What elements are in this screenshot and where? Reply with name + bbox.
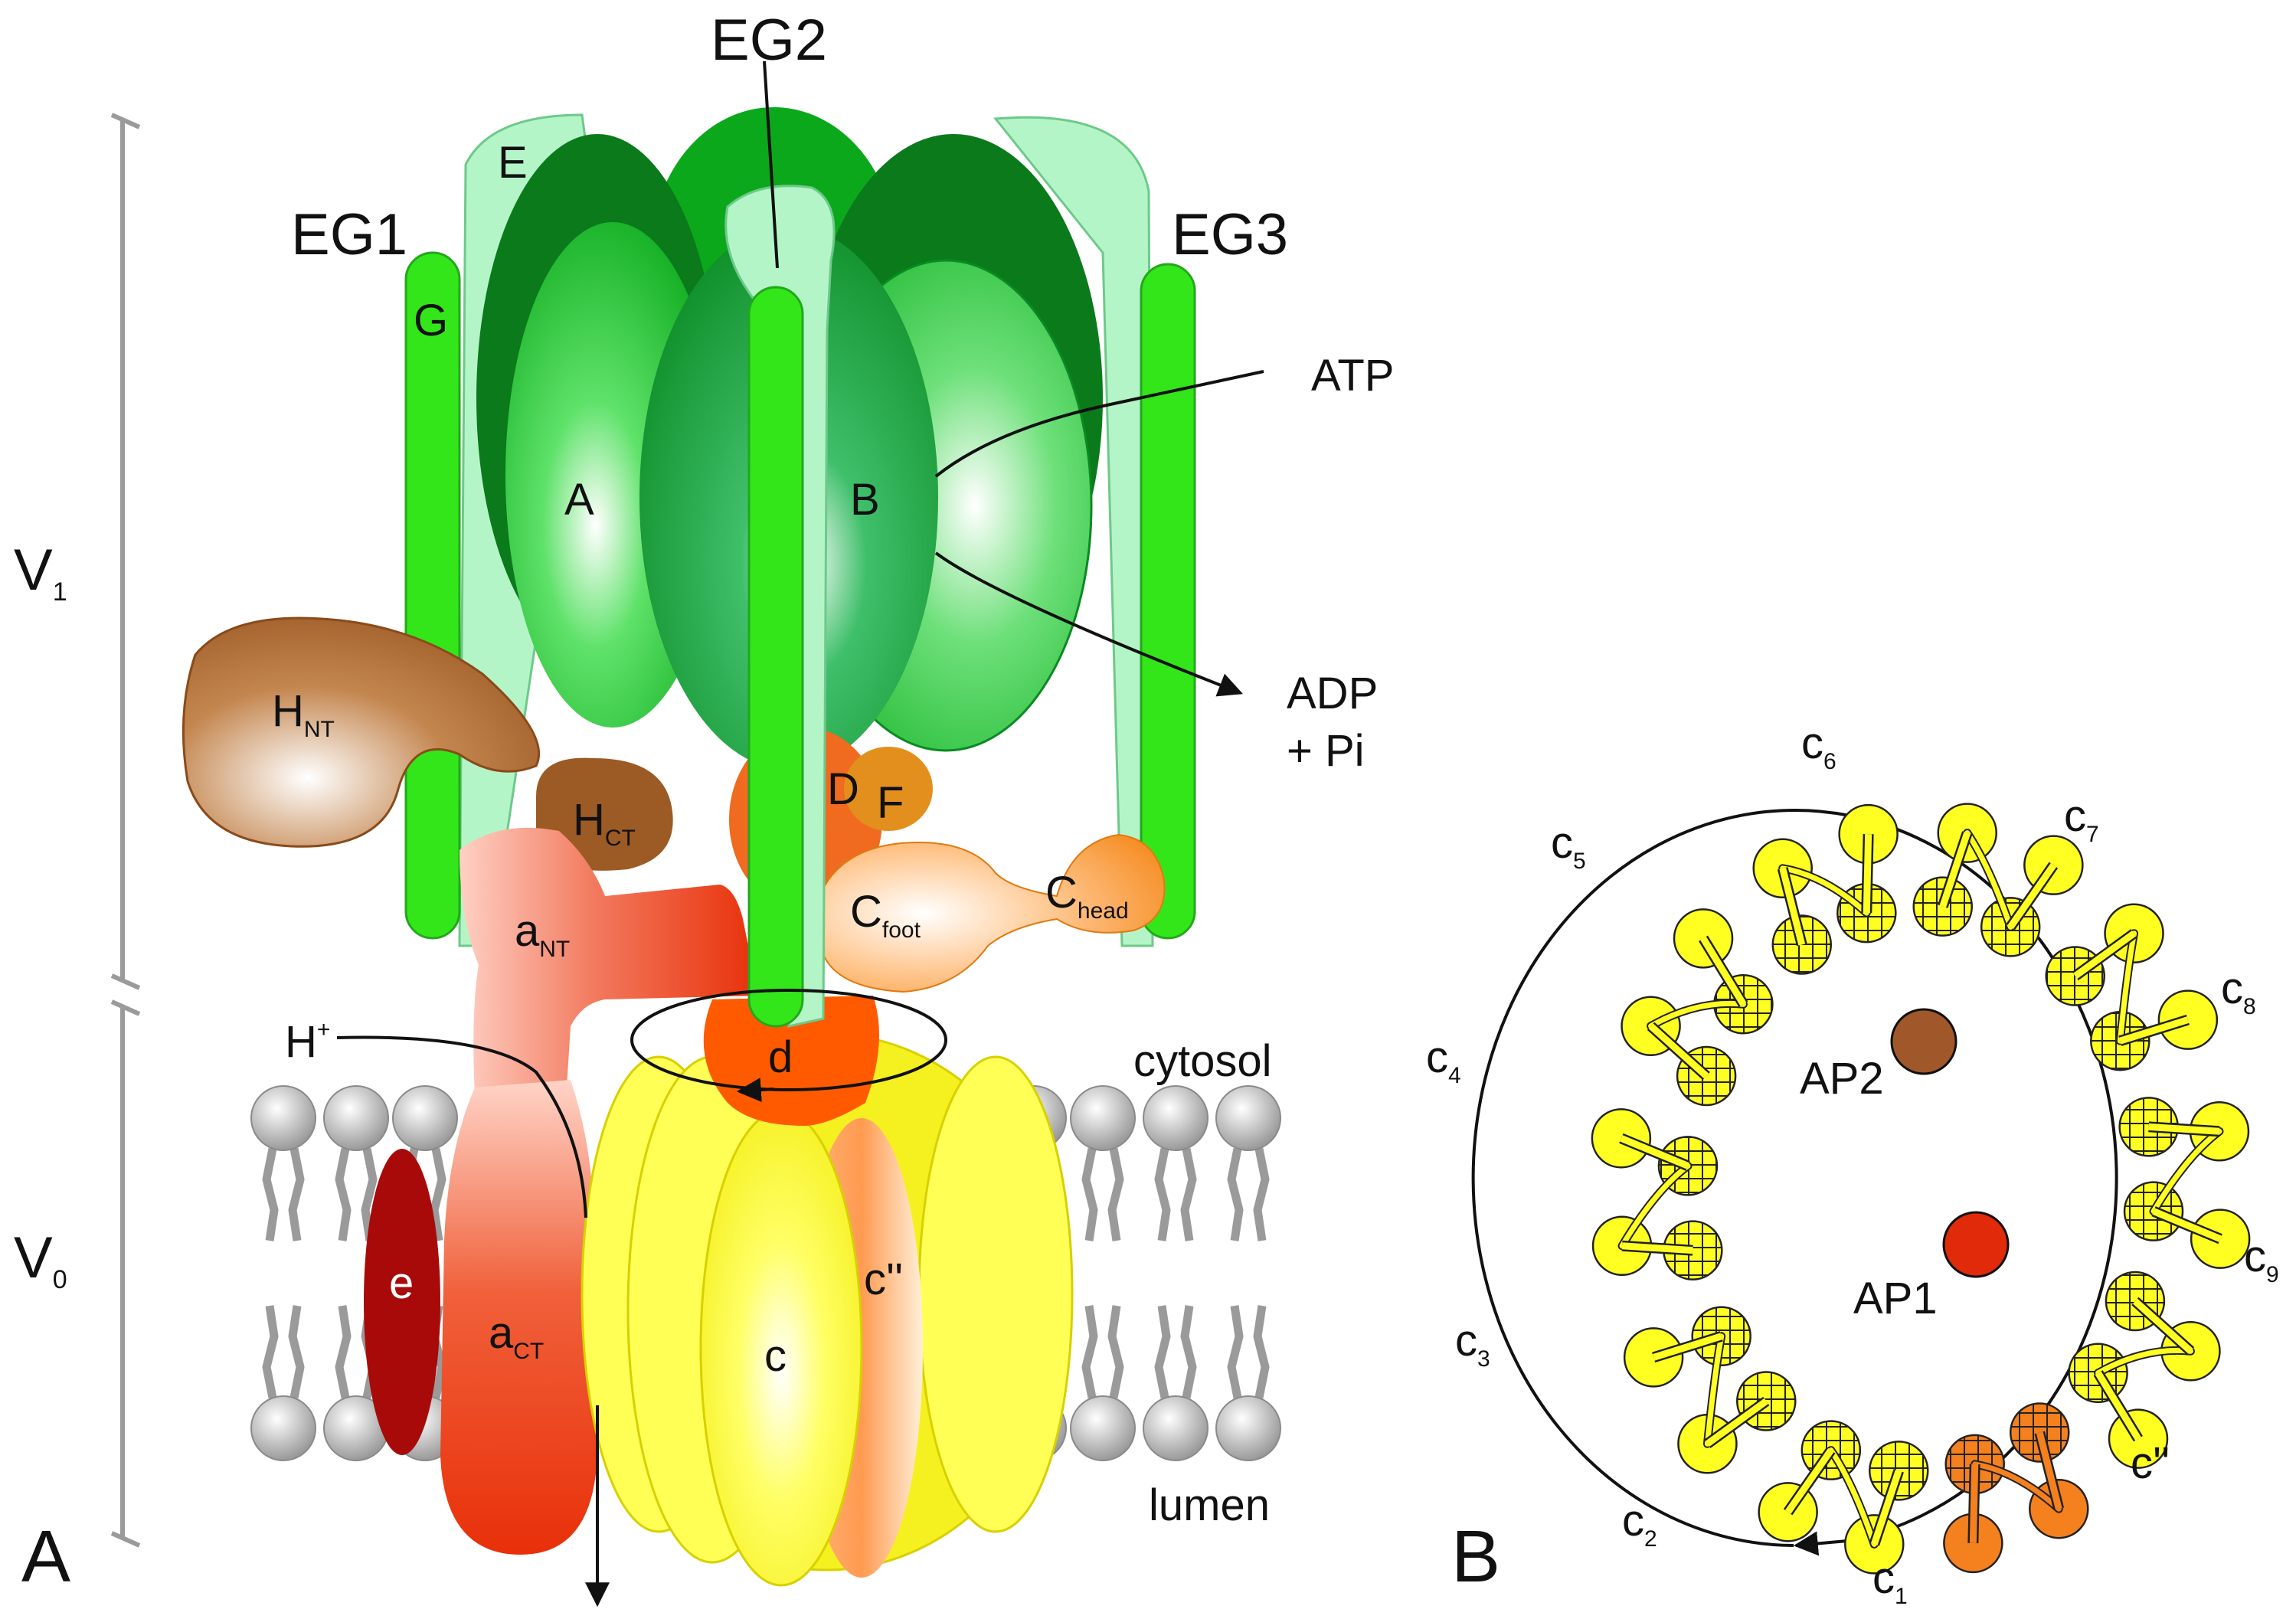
c-ring [581,1032,1074,1587]
c-double-prime-label: c'' [2131,1438,2170,1488]
c-subunit [1752,803,1899,975]
c-label: c6 [1801,718,1836,774]
subunit-d-label: d [768,1032,793,1082]
adp-label: ADP [1287,669,1378,718]
ap2-label: AP2 [1800,1054,1884,1104]
lipid [1215,1085,1281,1461]
cytosol-label: cytosol [1133,1036,1272,1086]
c-subunit [2068,1271,2221,1469]
c-label: c2 [1622,1496,1657,1552]
c-label: c7 [2064,791,2099,847]
h-nt-label: HNT [272,686,335,742]
a-nt-label: aNT [515,906,570,962]
c-foot-label: Cfoot [850,887,921,943]
proton-path [336,1035,587,1218]
c-head-label: Chead [1045,868,1129,924]
eg2-pointer [763,61,779,269]
c-label: c5 [1551,818,1586,874]
subunit-d-upper-label: D [827,764,859,814]
subunit-a-label: A [564,475,594,525]
ring-c-label: c [764,1331,787,1381]
ap2-site [1890,1008,1957,1075]
g-stalk-label: G [414,296,448,345]
eg1-label: EG1 [291,202,407,267]
ap1-label: AP1 [1853,1274,1938,1323]
c-subunit [1621,908,1774,1107]
c-subunit [1758,1420,1929,1575]
panel-a: A V1 V0 EG1 EG2 EG3 E G A B ATP ADP + Pi… [14,8,1395,1608]
subunit-f-shape [844,747,933,831]
atp-line [934,370,1264,478]
c-subunit [1912,803,2084,957]
c-label: c4 [1426,1032,1461,1088]
rotation-arrow [630,989,947,1091]
lipid [1070,1085,1136,1461]
e-stalk-label: E [498,138,528,188]
c-double-prime-subunit [1943,1402,2089,1574]
c-label: c9 [2244,1231,2279,1287]
a-ct-label: aCT [489,1308,544,1364]
panel-b: AP2 AP1 B c1 c2 c3 c4 c5 c6 c7 c8 c9 c'' [1426,718,2279,1609]
c-label: c8 [2221,963,2256,1019]
adp-arrow [934,551,1243,697]
panel-a-letter: A [21,1516,70,1598]
lipid [250,1085,316,1461]
subunit-e-shape [364,1149,440,1455]
c-label: c1 [1872,1553,1908,1609]
c-subunit [2045,903,2219,1071]
eg3-label: EG3 [1172,202,1288,267]
panel-b-letter: B [1451,1516,1500,1598]
subunit-h-nt-shape [182,617,541,848]
eg2-label: EG2 [711,8,827,73]
ring-outline [1471,809,2118,1547]
a3b3-hexamer [476,107,1103,770]
c-ring-subunits [1591,803,2251,1575]
subunit-e-label: e [389,1258,414,1308]
g-stalk-right [1140,263,1196,940]
g-stalk-left [404,251,461,940]
sector-v1-label: V1 [14,538,67,607]
sector-bracket [110,113,141,1548]
ring-c-double-prime-label: c'' [864,1254,903,1304]
lipid [323,1085,389,1461]
c-label: c3 [1455,1316,1490,1372]
atp-label: ATP [1311,351,1395,401]
lipid [1143,1085,1209,1461]
g-stalk-center [747,286,804,1028]
proton-label: H+ [285,1017,330,1067]
ring-rotation-arrow [1793,1531,1848,1556]
lumen-label: lumen [1149,1480,1270,1530]
c-subunit [1623,1306,1797,1474]
subunit-b-label: B [850,475,880,525]
subunit-c-shape [819,833,1166,993]
c-subunit [1591,1108,1723,1280]
ap1-site [1942,1211,2010,1278]
c-subunit [2118,1097,2251,1269]
pi-label: + Pi [1287,726,1365,776]
subunit-a-ct-shape [440,1080,598,1555]
h-ct-label: HCT [573,795,636,851]
sector-v0-label: V0 [14,1225,67,1294]
c-subunit-labels: c1 c2 c3 c4 c5 c6 c7 c8 c9 [1426,718,2279,1609]
subunit-f-label: F [877,778,904,828]
subunit-a-nt-shape [460,827,758,1095]
